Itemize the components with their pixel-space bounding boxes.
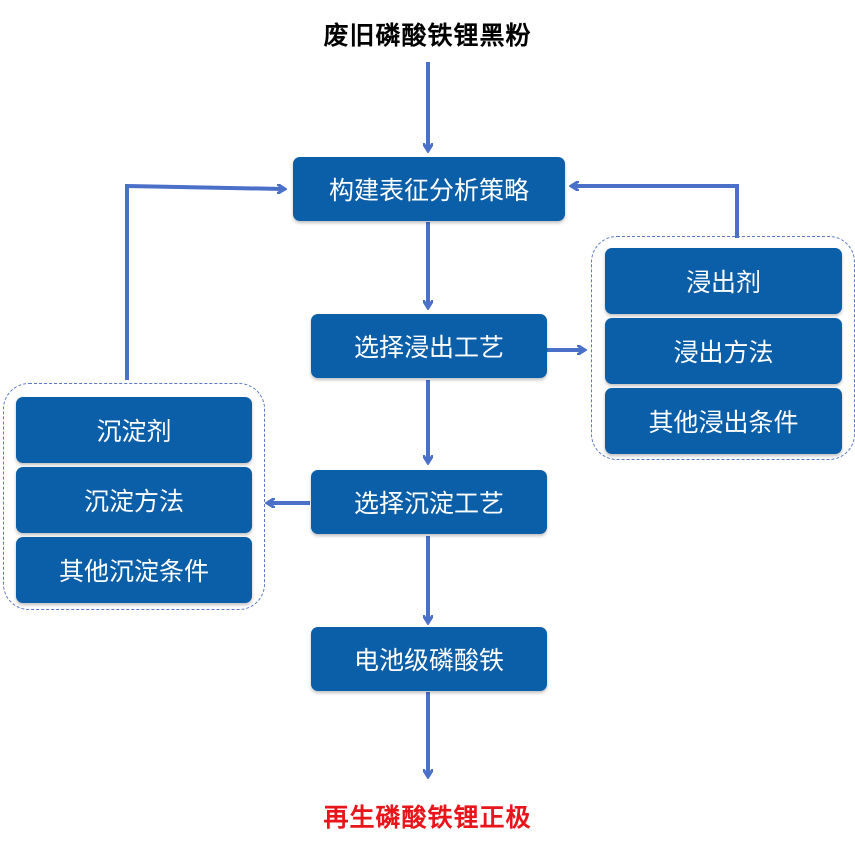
leach-factor-method: 浸出方法 (605, 318, 842, 384)
precip-factor-other: 其他沉淀条件 (16, 537, 252, 603)
feedback-precip-to-strategy (125, 186, 284, 380)
step-fepo4: 电池级磷酸铁 (311, 627, 547, 691)
step-leach-process: 选择浸出工艺 (311, 314, 547, 378)
precip-factor-method: 沉淀方法 (16, 467, 252, 533)
feedback-leach-to-strategy (572, 186, 739, 238)
bottom-title: 再生磷酸铁锂正极 (323, 803, 532, 832)
step-strategy: 构建表征分析策略 (293, 157, 565, 221)
top-title: 废旧磷酸铁锂黑粉 (323, 21, 532, 50)
leach-factor-other: 其他浸出条件 (605, 388, 842, 454)
precip-factor-agent: 沉淀剂 (16, 397, 252, 463)
step-precip-process: 选择沉淀工艺 (311, 470, 547, 534)
leach-factor-agent: 浸出剂 (605, 248, 842, 314)
precip-factors-group (3, 383, 265, 610)
